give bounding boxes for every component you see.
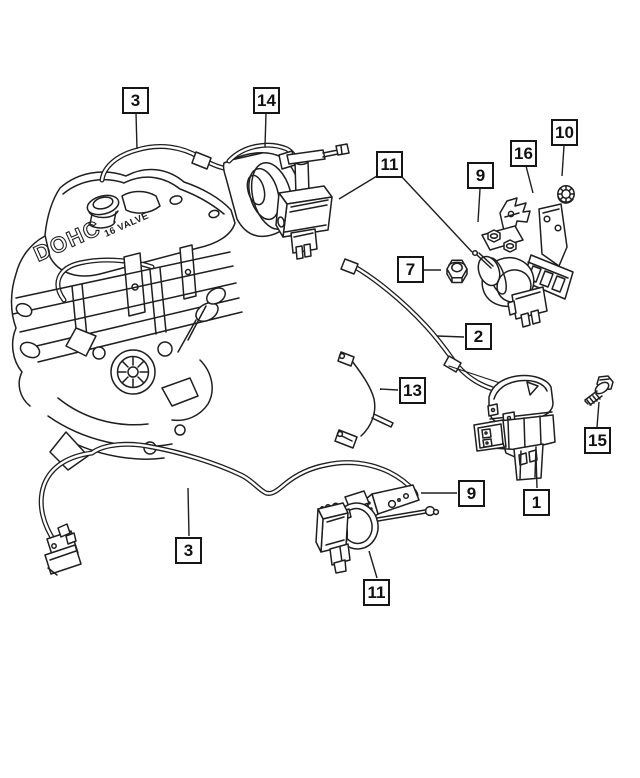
mounting-plate [538, 203, 568, 267]
callout-14-servo[interactable]: 14 [253, 87, 280, 114]
mounting-screw [584, 375, 614, 406]
callout-9-lower-bracket[interactable]: 9 [458, 480, 485, 507]
callout-label: 7 [405, 259, 416, 279]
vacuum-servo-upper [222, 142, 350, 260]
vacuum-servo-lower [315, 484, 440, 574]
callout-9-upper-bracket[interactable]: 9 [467, 162, 494, 189]
callout-label: 11 [367, 582, 386, 602]
callout-label: 9 [466, 483, 477, 503]
callout-label: 16 [514, 143, 533, 163]
callout-label: 15 [588, 430, 607, 450]
callout-3-upper-cable[interactable]: 3 [122, 87, 149, 114]
throttle-cable-lower [38, 441, 419, 576]
callout-10-washer[interactable]: 10 [551, 119, 578, 146]
callout-label: 11 [380, 154, 399, 174]
cable-ferrule [443, 355, 462, 373]
callout-label: 9 [475, 165, 486, 185]
servo-bracket [371, 484, 420, 515]
cable-ferrule [340, 258, 359, 275]
callout-label: 2 [473, 326, 484, 346]
callout-2-cable[interactable]: 2 [465, 323, 492, 350]
cable-end-bracket [44, 523, 82, 576]
callout-16-plate[interactable]: 16 [510, 140, 537, 167]
callout-3-lower-cable[interactable]: 3 [175, 537, 202, 564]
callout-13-wire[interactable]: 13 [399, 377, 426, 404]
servo-assembly-right [473, 374, 614, 481]
callout-label: 13 [403, 380, 422, 400]
callout-leader-lines [135, 112, 600, 579]
callout-11-upper-servo[interactable]: 11 [376, 151, 403, 178]
cable-ferrule [191, 151, 212, 170]
callout-1-servo[interactable]: 1 [523, 489, 550, 516]
callout-label: 3 [130, 90, 141, 110]
callout-label: 10 [555, 122, 574, 142]
callout-label: 14 [257, 90, 276, 110]
hex-nut [446, 259, 468, 284]
engine-illustration: DOHC 16 VALVE [10, 168, 243, 471]
callout-label: 1 [531, 492, 542, 512]
toothed-washer [557, 185, 575, 204]
callout-11-lower-servo[interactable]: 11 [363, 579, 390, 606]
callout-15-screw[interactable]: 15 [584, 427, 611, 454]
callout-label: 3 [183, 540, 194, 560]
servo-bracket-assembly-right [471, 185, 575, 328]
callout-7-nut[interactable]: 7 [397, 256, 424, 283]
jumper-wire [334, 351, 394, 449]
